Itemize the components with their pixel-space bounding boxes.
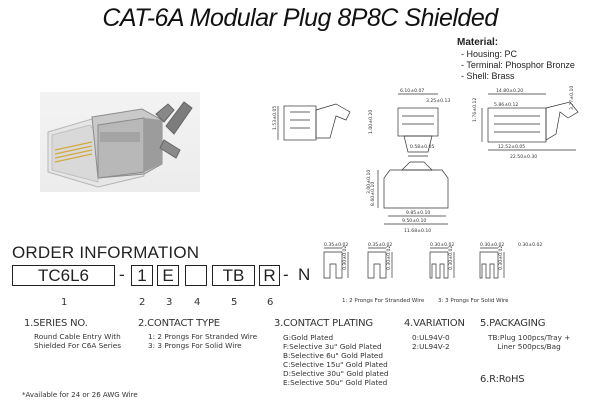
technical-drawing: 6.10±0.073.25±0.13 14.80±0.20 5.86±0.12 1.7… (272, 86, 579, 234)
prong-dim-7: 0.30±0.02 (498, 246, 504, 270)
material-heading: Material: (457, 37, 499, 48)
contact-type-heading: 2.CONTACT TYPE (138, 318, 220, 329)
material-terminal: - Terminal: Phosphor Bronze (461, 60, 575, 70)
top-dim-6: 1.53±0.05 (272, 106, 278, 130)
code-dash-1: - (119, 265, 125, 284)
index-2: 2 (139, 297, 146, 308)
code-suffix: N (298, 265, 311, 284)
packaging-text: TB:Plug 100pcs/Tray + Liner 500pcs/Bag (488, 333, 571, 351)
end-dim-1: 9.50±0.10 (402, 218, 426, 224)
top-dim-0: 6.10±0.07 (400, 88, 424, 94)
end-dim-0: 9.85±0.10 (406, 210, 430, 216)
end-dim-2: 11.68±0.10 (404, 228, 431, 234)
prong-dim-8: 0.30±0.02 (518, 242, 542, 248)
top-dim-5: 3.77±0.10 (569, 86, 575, 110)
product-photo (40, 92, 200, 192)
series-heading: 1.SERIES NO. (24, 318, 88, 329)
order-heading: ORDER INFORMATION (12, 243, 200, 262)
plating-text: G:Gold Plated F:Selective 3u" Gold Plate… (283, 333, 389, 387)
code-rohs: R (259, 265, 280, 286)
code-contact-type: 1 (131, 265, 153, 286)
material-housing: - Housing: PC (461, 49, 518, 59)
prong-dim-3: 0.30±0.02 (480, 242, 504, 248)
prong-caption-stranded: 1: 2 Prongs For Stranded Wire (342, 298, 425, 304)
top-dim-9: 12.52±0.05 (498, 144, 525, 150)
code-series: TC6L6 (12, 265, 115, 286)
top-dim-7: 1.00±0.20 (368, 110, 374, 134)
prong-dim-6: 0.30±0.02 (448, 246, 454, 270)
top-dim-1: 3.25±0.13 (426, 98, 450, 104)
awg-note: *Available for 24 or 26 AWG Wire (22, 391, 138, 399)
material-shell: - Shell: Brass (461, 71, 515, 81)
top-dim-2: 14.80±0.20 (496, 88, 523, 94)
code-dash-2: - (283, 265, 289, 284)
rohs-heading: 6.R:RoHS (480, 374, 525, 385)
packaging-heading: 5.PACKAGING (480, 318, 546, 329)
prong-dim-1: 0.35±0.02 (368, 242, 392, 248)
variation-text: 0:UL94V-0 2:UL94V-2 (412, 333, 450, 351)
index-3: 3 (166, 297, 173, 308)
prong-dim-4: 0.30±0.02 (342, 246, 348, 270)
index-4: 4 (194, 297, 201, 308)
top-dim-12: 8.60±0.10 (370, 182, 376, 206)
index-1: 1 (61, 297, 68, 308)
variation-heading: 4.VARIATION (404, 318, 465, 329)
contact-type-text: 1: 2 Prongs For Stranded Wire 3: 3 Prong… (148, 332, 258, 350)
prong-dim-5: 0.30±0.02 (386, 246, 392, 270)
top-dim-11: 3.00±0.10 (366, 170, 372, 194)
prong-dim-2: 0.30±0.02 (430, 242, 454, 248)
page-title: CAT-6A Modular Plug 8P8C Shielded (102, 4, 498, 32)
top-dim-10: 22.50±0.30 (510, 154, 537, 160)
index-5: 5 (231, 297, 238, 308)
top-dim-8: 0.58±0.05 (410, 144, 434, 150)
top-dim-4: 1.76±0.12 (472, 98, 478, 122)
prong-caption-solid: 3: 3 Prongs For Solid Wire (438, 298, 509, 304)
top-dim-3: 5.86±0.12 (494, 102, 518, 108)
code-plating: E (157, 265, 179, 286)
plating-heading: 3.CONTACT PLATING (274, 318, 373, 329)
prong-dim-0: 0.35±0.02 (324, 242, 348, 248)
index-6: 6 (267, 297, 274, 308)
code-packaging: TB (212, 265, 255, 286)
series-text: Round Cable Entry With Shielded For C6A … (34, 332, 122, 350)
code-variation (185, 265, 207, 286)
